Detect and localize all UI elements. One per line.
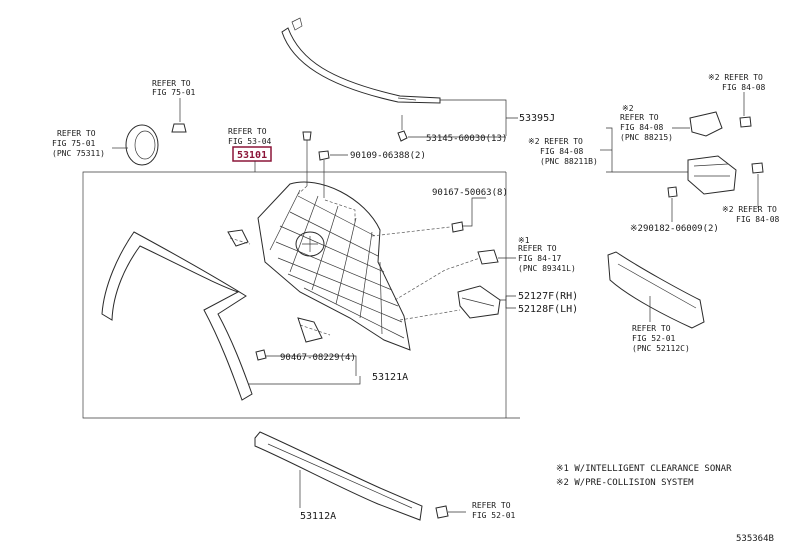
clip-90467[interactable] [255, 349, 267, 361]
dash-lower-bracket [299, 324, 331, 336]
screw-fig53[interactable] [302, 131, 312, 186]
reinforcement-52112c[interactable] [607, 251, 705, 329]
svg-text:FIG 84-08: FIG 84-08 [540, 147, 584, 156]
svg-text:(PNC 88211B): (PNC 88211B) [540, 157, 598, 166]
leader-52128 [505, 300, 516, 309]
svg-text:※1: ※1 [518, 236, 530, 245]
leader-53121a [248, 376, 361, 385]
note-pre-collision-system: ※2 W/PRE-COLLISION SYSTEM [556, 478, 694, 488]
refer-53-04: REFER TO FIG 53-04 [228, 127, 272, 146]
leader-53395j [440, 99, 518, 136]
nut-84-08-top[interactable] [739, 116, 752, 128]
callout-53101: 53101 [237, 150, 267, 161]
dash-90109 [324, 199, 356, 222]
svg-text:FIG 53-04: FIG 53-04 [228, 137, 272, 146]
callout-90109: 90109-06388(2) [350, 151, 426, 161]
assembly-frame [82, 171, 520, 419]
svg-text:(PNC 52112C): (PNC 52112C) [632, 344, 690, 353]
lower-grille-53112a[interactable] [254, 431, 423, 521]
dash-8417 [394, 257, 481, 301]
refer-75-01-pnc75311: REFER TO FIG 75-01 (PNC 75311) [52, 129, 105, 158]
svg-text:REFER TO: REFER TO [518, 244, 557, 253]
svg-text:FIG 75-01: FIG 75-01 [52, 139, 96, 148]
refer-84-17: ※1 REFER TO FIG 84-17 (PNC 89341L) [518, 236, 576, 273]
svg-text:REFER TO: REFER TO [228, 127, 267, 136]
clip-fig52[interactable] [435, 505, 449, 519]
leader-52127 [500, 295, 516, 301]
millimeter-wave-radar-sensor[interactable] [687, 155, 737, 195]
svg-text:FIG 52-01: FIG 52-01 [472, 511, 516, 520]
refer-52-01-pnc52112c: REFER TO FIG 52-01 (PNC 52112C) [632, 324, 690, 353]
callout-53145: 53145-60030(13) [426, 134, 507, 144]
refer-84-08-pnc88215: ※2 REFER TO FIG 84-08 (PNC 88215) [620, 104, 673, 142]
refer-52-01-bottom: REFER TO FIG 52-01 [472, 501, 516, 520]
callout-53112a: 53112A [300, 511, 336, 522]
svg-text:※2: ※2 [622, 104, 634, 113]
nut-84-08-right[interactable] [751, 162, 764, 174]
svg-text:(PNC 89341L): (PNC 89341L) [518, 264, 576, 273]
svg-text:FIG 84-08: FIG 84-08 [722, 83, 766, 92]
callout-52128f: 52128F(LH) [518, 304, 578, 315]
clip-53145[interactable] [397, 115, 408, 142]
dash-90167 [371, 226, 451, 237]
leader-90467 [266, 355, 357, 376]
callout-53395j: 53395J [519, 113, 555, 124]
svg-text:※2 REFER TO: ※2 REFER TO [722, 205, 777, 214]
dash-53-04 [295, 185, 308, 197]
callout-52127f: 52127F(RH) [518, 291, 578, 302]
radiator-grille[interactable] [257, 181, 411, 351]
dash-left-bracket [229, 237, 251, 245]
refer-84-08-pnc88211b: ※2 REFER TO FIG 84-08 (PNC 88211B) [528, 137, 598, 166]
sensor-bracket-88215[interactable] [689, 111, 723, 137]
clip-90167[interactable] [451, 221, 464, 233]
highlight-box-53101[interactable] [232, 146, 272, 162]
note-intelligent-clearance-sonar: ※1 W/INTELLIGENT CLEARANCE SONAR [556, 464, 732, 474]
callout-90467: 90467-08229(4) [280, 353, 356, 363]
dash-52127 [399, 309, 461, 321]
svg-text:REFER TO: REFER TO [57, 129, 96, 138]
svg-text:REFER TO: REFER TO [472, 501, 511, 510]
leader-90167 [462, 197, 486, 227]
svg-text:FIG 75-01: FIG 75-01 [152, 88, 196, 97]
svg-text:(PNC 88215): (PNC 88215) [620, 133, 673, 142]
callout-90167: 90167-50063(8) [432, 188, 508, 198]
refer-75-01: REFER TO FIG 75-01 [152, 79, 196, 97]
clip-fig75[interactable] [171, 123, 187, 133]
svg-text:FIG 52-01: FIG 52-01 [632, 334, 676, 343]
svg-text:※2 REFER TO: ※2 REFER TO [528, 137, 583, 146]
grille-surround-molding-53121a[interactable] [101, 231, 253, 401]
svg-text:※2 REFER TO: ※2 REFER TO [708, 73, 763, 82]
sonar-sensor-bracket[interactable] [477, 249, 499, 265]
callout-290182: ※290182-06009(2) [630, 224, 719, 234]
camera-cover-75311[interactable] [125, 124, 159, 166]
svg-text:REFER TO: REFER TO [152, 79, 191, 88]
upper-molding-53395j[interactable] [281, 17, 441, 104]
svg-text:FIG 84-08: FIG 84-08 [736, 215, 780, 224]
svg-text:REFER TO: REFER TO [632, 324, 671, 333]
svg-text:REFER TO: REFER TO [620, 113, 659, 122]
callout-53121a: 53121A [372, 372, 408, 383]
clip-90109[interactable] [318, 150, 330, 198]
svg-text:FIG 84-08: FIG 84-08 [620, 123, 664, 132]
svg-text:FIG 84-17: FIG 84-17 [518, 254, 562, 263]
refer-84-08-bottom: ※2 REFER TO FIG 84-08 [722, 205, 780, 224]
drawing-code: 535364B [736, 534, 774, 544]
refer-84-08-top: ※2 REFER TO FIG 84-08 [708, 73, 766, 92]
svg-text:(PNC 75311): (PNC 75311) [52, 149, 105, 158]
bracket-52127f[interactable] [457, 285, 501, 319]
clip-290182[interactable] [667, 186, 678, 198]
bracket-left[interactable] [227, 229, 249, 247]
bracket-lower[interactable] [297, 317, 323, 343]
